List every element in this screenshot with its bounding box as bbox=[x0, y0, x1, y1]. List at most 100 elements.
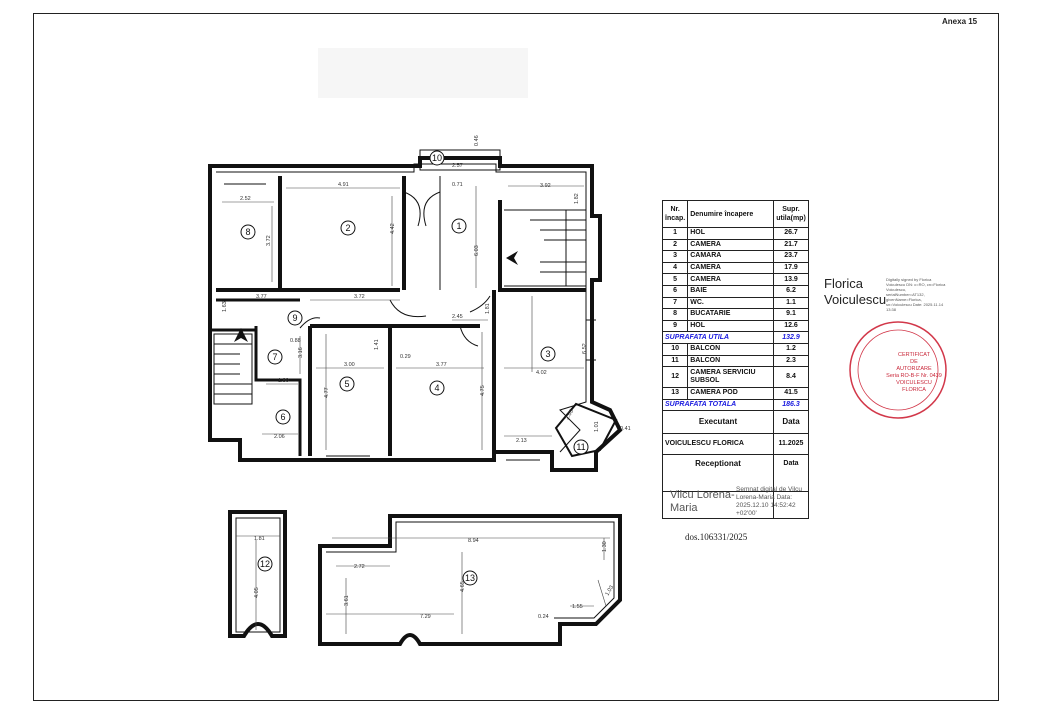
dim-label: 3.92 bbox=[540, 183, 551, 189]
svg-text:12: 12 bbox=[260, 559, 270, 569]
room-label-8: 8 bbox=[240, 224, 256, 240]
room-label-3: 3 bbox=[540, 346, 556, 362]
dim-label: 3.72 bbox=[266, 235, 272, 246]
dim-label: 6.03 bbox=[474, 245, 480, 256]
dimension-lines bbox=[222, 185, 610, 634]
receptionat-digital-signature: Semnat digital de Vilcu Lorena-Maria Dat… bbox=[736, 486, 803, 517]
receptionat-sign-row bbox=[662, 491, 809, 520]
dim-label: 1.63 bbox=[222, 301, 228, 312]
document-sheet bbox=[33, 13, 999, 701]
receptionat-signature-name: Vilcu Lorena-Maria bbox=[670, 489, 735, 514]
dim-label: 8.94 bbox=[468, 538, 479, 544]
dim-label: 1.03 bbox=[605, 585, 616, 597]
dim-label: 2.57 bbox=[452, 163, 463, 169]
dim-label: 4.91 bbox=[338, 182, 349, 188]
annex-label: Anexa 15 bbox=[942, 17, 978, 26]
svg-text:7: 7 bbox=[272, 352, 277, 362]
stamp-circle bbox=[849, 321, 947, 419]
dim-label: 1.41 bbox=[374, 339, 380, 350]
door-arc bbox=[299, 191, 491, 347]
header-nr: Nr. încap. bbox=[661, 200, 689, 228]
dim-label: 0.24 bbox=[538, 614, 549, 620]
blank-header-area bbox=[318, 48, 528, 98]
outer-wall bbox=[208, 156, 623, 472]
svg-text:4: 4 bbox=[434, 383, 439, 393]
area-table: Nr. încap. Denumire încapere Supr. utila… bbox=[661, 200, 809, 520]
dim-label: 0.88 bbox=[290, 338, 301, 344]
dim-label: 1.81 bbox=[485, 303, 491, 314]
executant-digital-signature: Digitally signed by Florica Voiculescu D… bbox=[886, 277, 946, 312]
room-12-outline bbox=[228, 510, 287, 638]
dim-label: 1.01 bbox=[594, 421, 600, 432]
header-area: Supr. utila(mp) bbox=[773, 200, 809, 228]
stair-arrow-icon-2 bbox=[506, 251, 518, 265]
wall-bath bbox=[254, 326, 302, 456]
room-13-outline bbox=[318, 514, 622, 646]
svg-text:11: 11 bbox=[576, 442, 585, 452]
dim-label: 3.72 bbox=[354, 294, 365, 300]
dim-label: 2.72 bbox=[354, 564, 365, 570]
dim-label: 2.06 bbox=[274, 434, 285, 440]
svg-text:3: 3 bbox=[545, 349, 550, 359]
dim-label: 1.55 bbox=[572, 604, 583, 610]
dim-label: 1.82 bbox=[574, 193, 580, 204]
stairs-right bbox=[504, 209, 587, 287]
svg-text:13: 13 bbox=[465, 573, 475, 583]
wall-stair bbox=[498, 200, 586, 292]
authorization-stamp: CERTIFICAT DE AUTORIZARE Seria RO-B-F Nr… bbox=[886, 352, 942, 393]
room-label-10: 10 bbox=[429, 150, 445, 166]
dim-label: 2.52 bbox=[240, 196, 251, 202]
executant-signature-name: Florica Voiculescu bbox=[824, 276, 887, 307]
dim-label: 3.77 bbox=[436, 362, 447, 368]
dim-label: 4.65 bbox=[460, 581, 466, 592]
stairs-left bbox=[213, 333, 253, 405]
svg-text:10: 10 bbox=[432, 153, 442, 163]
balcony-10 bbox=[419, 149, 501, 171]
dim-label: 0.29 bbox=[400, 354, 411, 360]
dim-label: 6.52 bbox=[582, 343, 588, 354]
room-label-11: 11 bbox=[573, 439, 589, 455]
dim-label: 0.71 bbox=[452, 182, 463, 188]
dim-label: 2.13 bbox=[516, 438, 527, 444]
dim-label: 4.05 bbox=[254, 587, 260, 598]
dim-label: 1.30 bbox=[602, 541, 608, 552]
svg-text:5: 5 bbox=[344, 379, 349, 389]
dim-label: 7.29 bbox=[420, 614, 431, 620]
balcony-11 bbox=[554, 402, 618, 458]
dim-label: 3.77 bbox=[256, 294, 267, 300]
windows bbox=[224, 165, 596, 461]
dim-label: 4.77 bbox=[324, 387, 330, 398]
room-label-9: 9 bbox=[287, 310, 303, 326]
dim-label: 2.05 bbox=[565, 409, 576, 421]
dim-label: 3.61 bbox=[344, 595, 350, 606]
svg-text:8: 8 bbox=[245, 227, 250, 237]
stair-arrow-icon bbox=[234, 328, 248, 342]
dim-label: 0.41 bbox=[620, 426, 631, 432]
inner-outline bbox=[216, 163, 587, 453]
room-label-5: 5 bbox=[339, 376, 355, 392]
svg-text:1: 1 bbox=[456, 221, 461, 231]
dim-label: 1.80 bbox=[278, 378, 289, 384]
dim-label: 4.02 bbox=[536, 370, 547, 376]
svg-text:9: 9 bbox=[292, 313, 297, 323]
dim-label: 1.81 bbox=[254, 536, 265, 542]
room-label-13: 13 bbox=[462, 570, 478, 586]
dim-label: 3.16 bbox=[298, 347, 304, 358]
svg-text:2: 2 bbox=[345, 223, 350, 233]
dim-label: 2.45 bbox=[452, 314, 463, 320]
